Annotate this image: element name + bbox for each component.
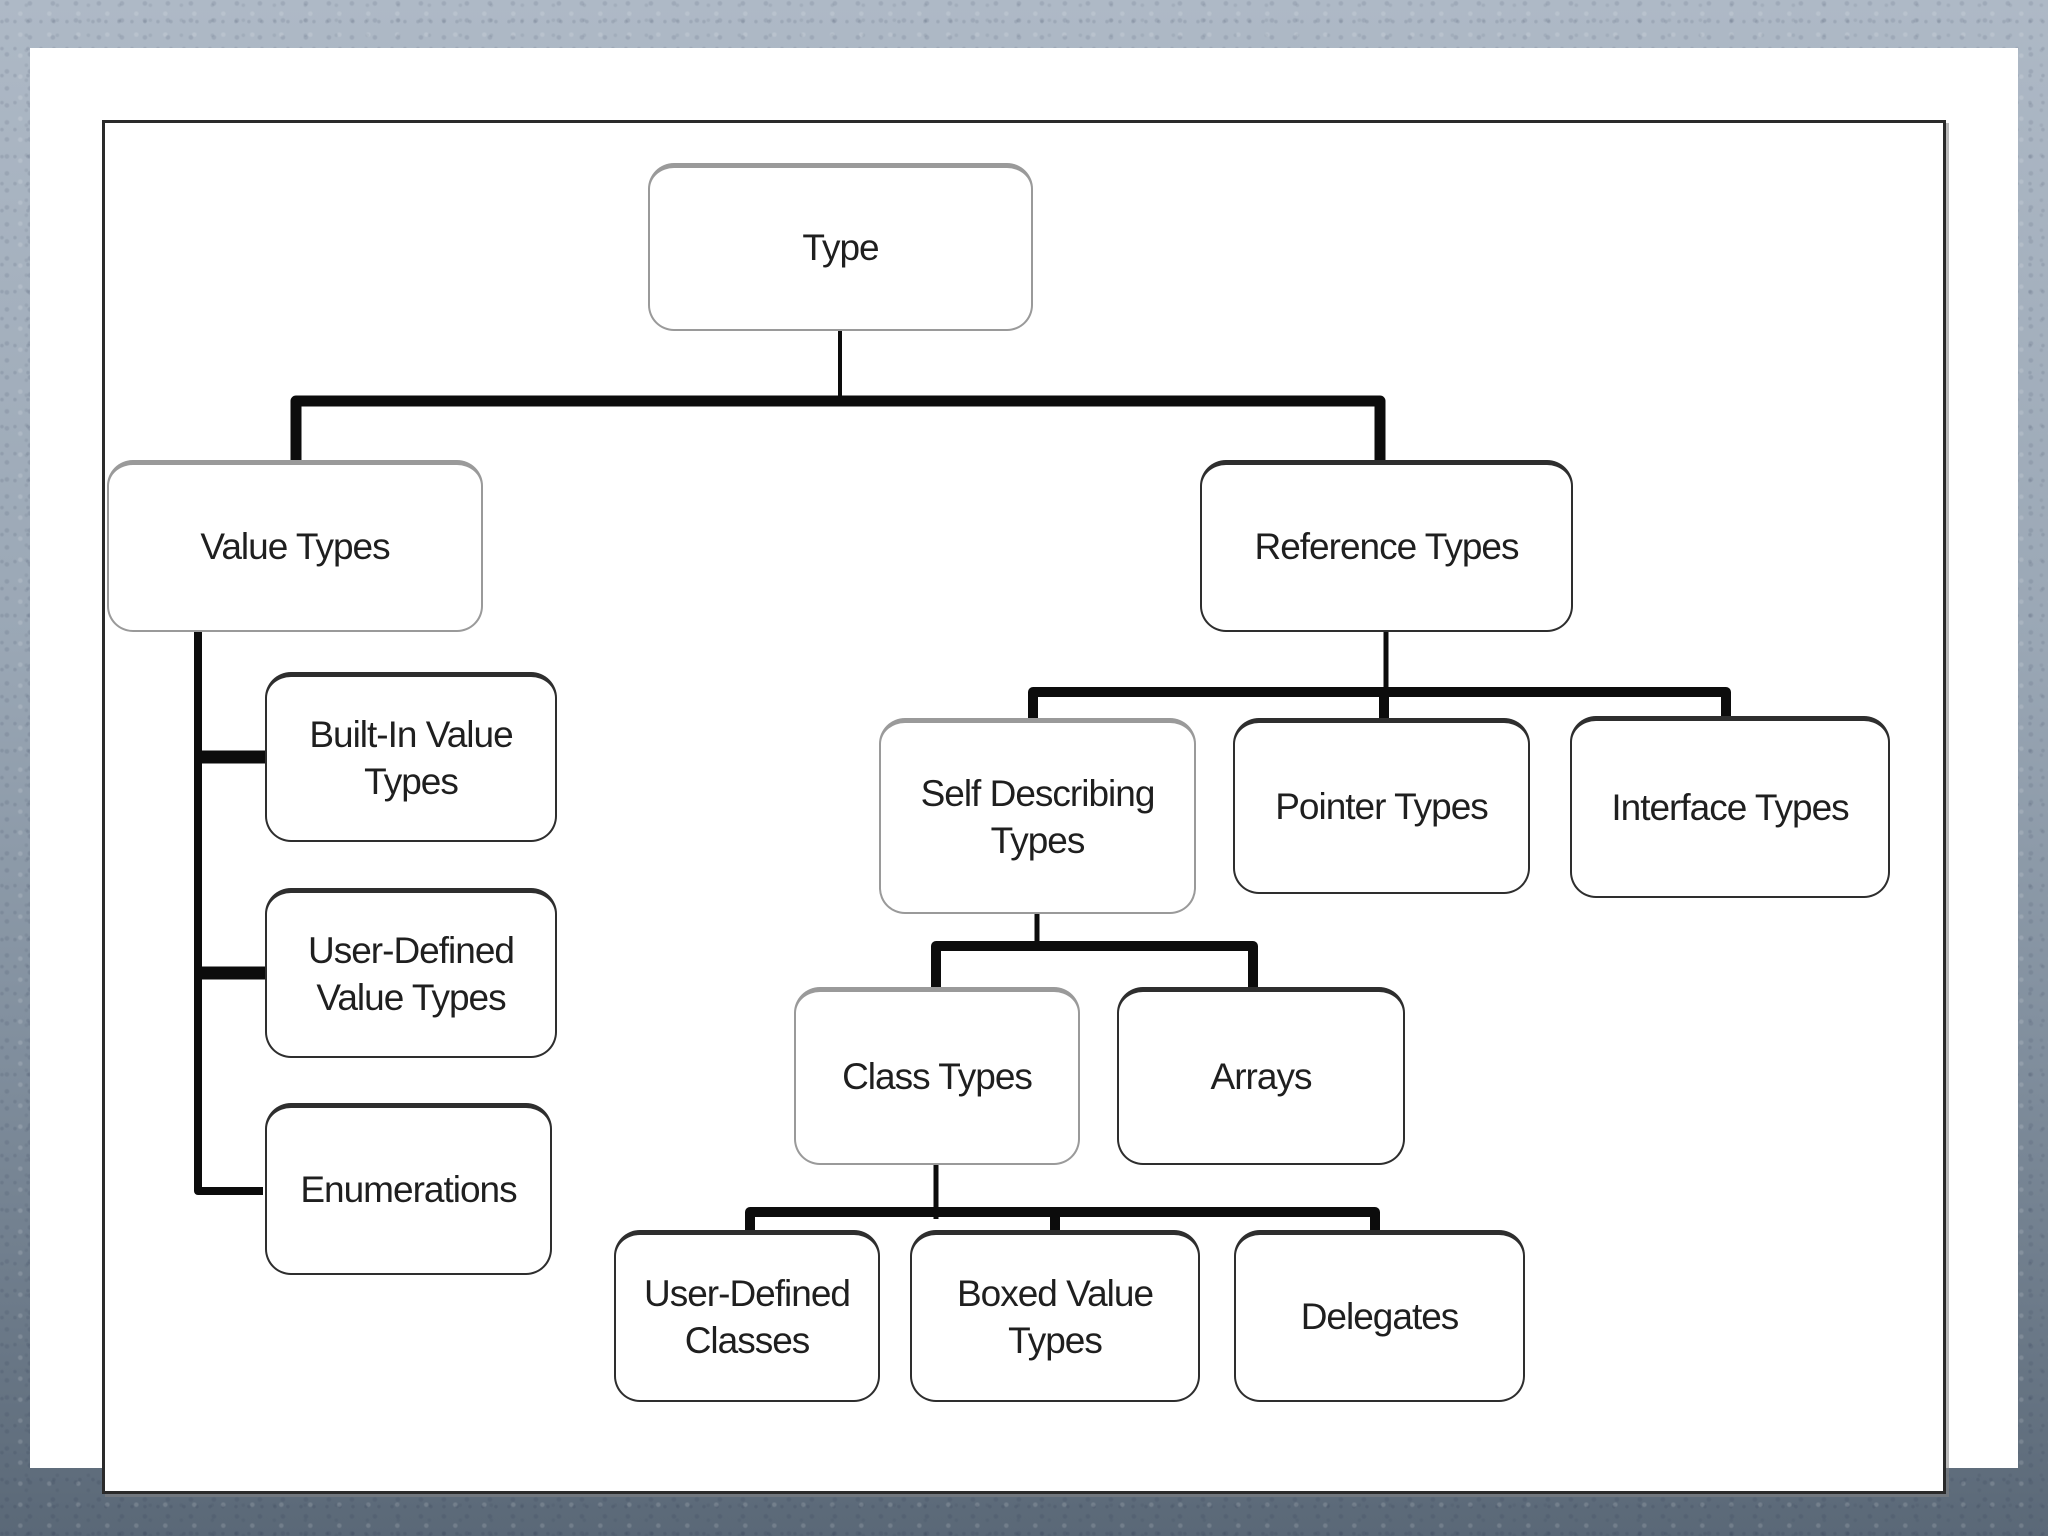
node-type-label: Type: [802, 227, 879, 269]
node-enumerations-label: Enumerations: [300, 1169, 517, 1211]
node-self-describing-types: Self Describing Types: [879, 718, 1196, 914]
node-user-defined-classes-label: User-Defined Classes: [644, 1273, 851, 1361]
node-reference-types: Reference Types: [1200, 460, 1573, 632]
node-value-types: Value Types: [107, 460, 483, 632]
node-arrays: Arrays: [1117, 987, 1405, 1165]
node-pointer-types: Pointer Types: [1233, 718, 1530, 894]
node-reference-types-label: Reference Types: [1254, 526, 1519, 568]
node-interface-types: Interface Types: [1570, 716, 1890, 898]
node-interface-types-label: Interface Types: [1611, 787, 1849, 829]
node-user-defined-classes: User-Defined Classes: [614, 1230, 880, 1402]
node-class-types-label: Class Types: [842, 1056, 1033, 1098]
node-type: Type: [648, 163, 1033, 331]
node-boxed-value-types: Boxed Value Types: [910, 1230, 1200, 1402]
node-delegates-label: Delegates: [1300, 1296, 1460, 1338]
node-user-defined-value-types-label: User-Defined Value Types: [308, 930, 515, 1018]
node-user-defined-value-types: User-Defined Value Types: [265, 888, 557, 1058]
node-built-in-value-types: Built-In Value Types: [265, 672, 557, 842]
node-self-describing-types-label: Self Describing Types: [920, 773, 1156, 861]
node-boxed-value-types-label: Boxed Value Types: [956, 1273, 1154, 1361]
node-class-types: Class Types: [794, 987, 1080, 1165]
node-arrays-label: Arrays: [1210, 1056, 1313, 1098]
node-built-in-value-types-label: Built-In Value Types: [309, 714, 513, 802]
node-enumerations: Enumerations: [265, 1103, 552, 1275]
node-value-types-label: Value Types: [200, 526, 390, 568]
node-pointer-types-label: Pointer Types: [1275, 786, 1489, 828]
node-delegates: Delegates: [1234, 1230, 1525, 1402]
